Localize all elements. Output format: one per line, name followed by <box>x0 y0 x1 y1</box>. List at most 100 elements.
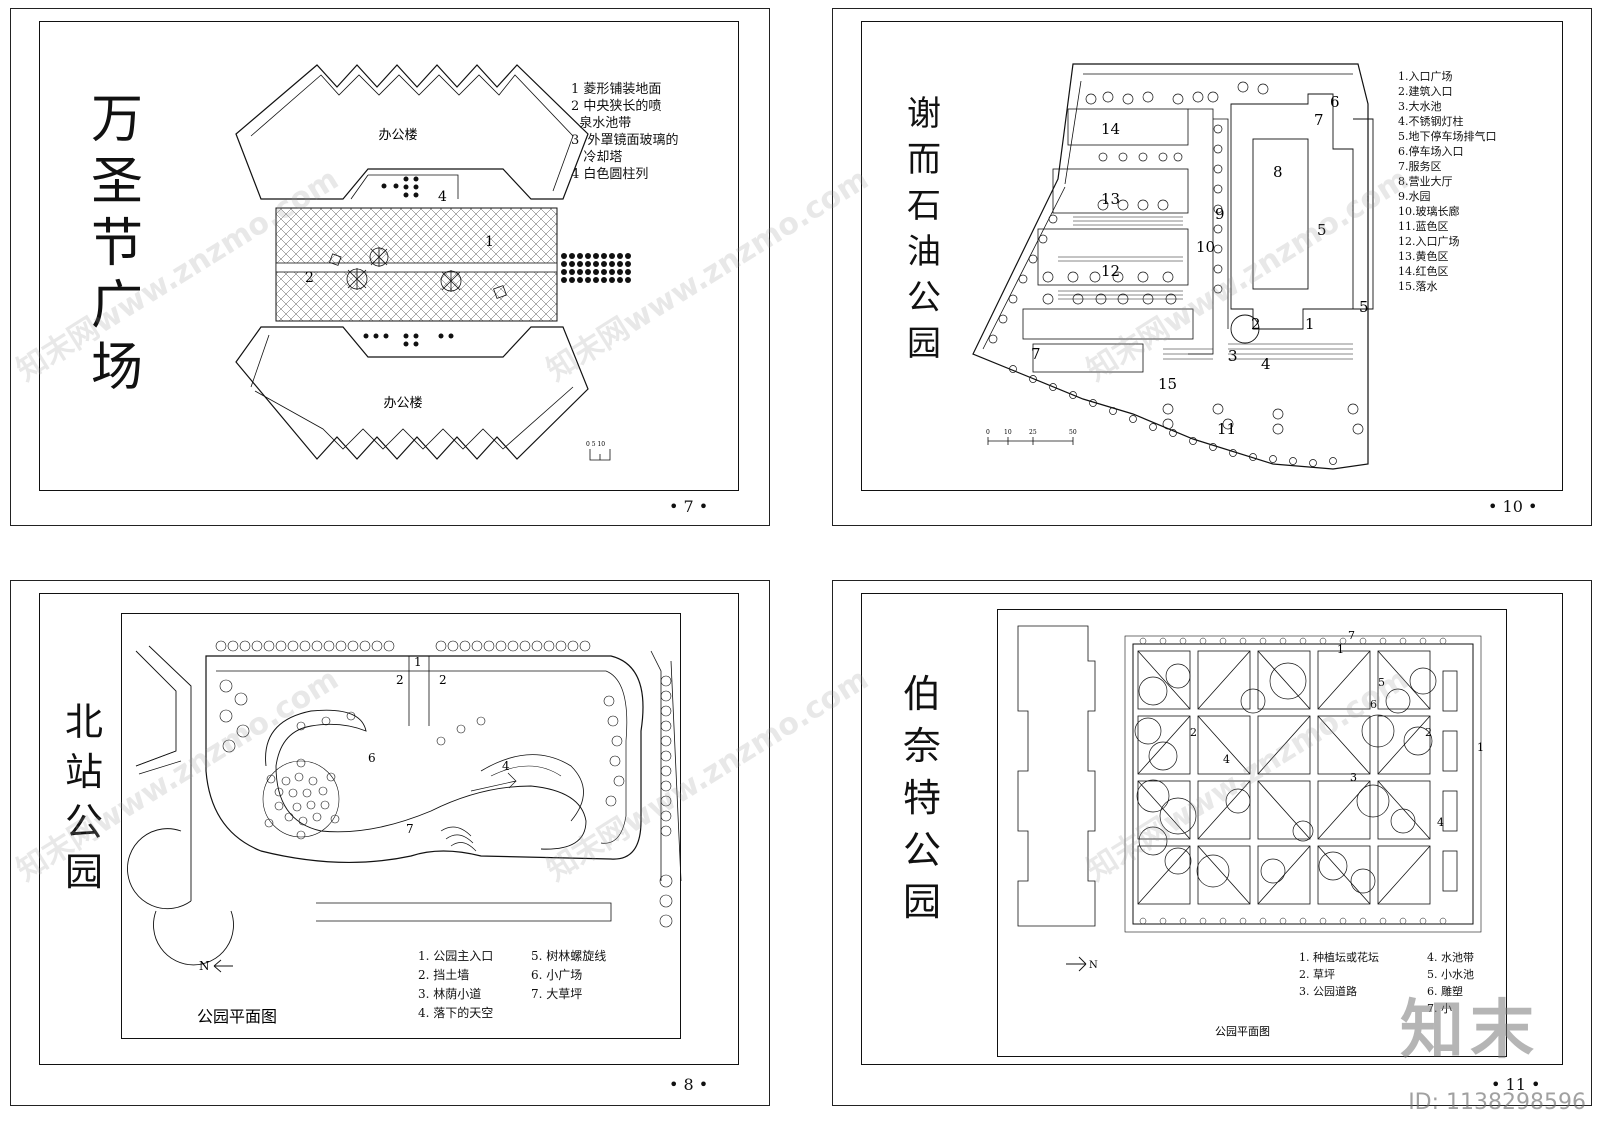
title-char: 万 <box>91 90 144 150</box>
caption: 公园平面图 <box>1215 1025 1270 1038</box>
legend-item: 2. 挡土墙 <box>418 968 470 982</box>
plan-label: 12 <box>1101 262 1120 280</box>
title-beizhan: 北站公园 <box>65 703 103 891</box>
legend-item: 4.不锈钢灯柱 <box>1398 115 1464 128</box>
plan-label: 4 <box>502 759 510 773</box>
page-number: • 10 • <box>1488 497 1538 516</box>
title-char: 公 <box>903 828 942 872</box>
plan-label: 6 <box>1330 93 1340 111</box>
legend-item: 7.服务区 <box>1398 160 1442 173</box>
plan-label: 1 <box>1305 315 1315 333</box>
plan-label: 1 <box>414 655 422 669</box>
plan-label: 15 <box>1158 375 1177 393</box>
title-char: 石 <box>907 186 941 226</box>
legend-item: 1. 种植坛或花坛 <box>1299 951 1379 964</box>
title-char: 节 <box>91 214 144 274</box>
title-char: 北 <box>65 700 104 744</box>
legend-item: 1. 公园主入口 <box>418 949 494 963</box>
plan-label: 5 <box>1378 676 1385 689</box>
north-label: N <box>1089 960 1098 971</box>
north-label: N <box>199 959 210 973</box>
plan-label: 6 <box>1370 698 1377 711</box>
sheet-xieer: 谢而石油公园 <box>832 8 1592 526</box>
frame-wanshengjie <box>39 21 739 491</box>
title-char: 公 <box>907 278 941 318</box>
plan-xieer: 0 10 25 50 14 13 12 7 15 9 10 8 6 7 5 5 … <box>972 63 1374 470</box>
legend-item: 2.建筑入口 <box>1398 85 1453 98</box>
plan-label: 1 <box>1477 741 1484 754</box>
title-char: 谢 <box>907 94 941 134</box>
legend-item: 8.营业大厅 <box>1398 175 1453 188</box>
scale-label: 10 <box>1004 429 1012 436</box>
sheet-beizhan: 北站公园 <box>10 580 770 1106</box>
plan-label: 10 <box>1196 238 1215 256</box>
title-char: 园 <box>903 880 942 924</box>
sheet-bonaite: 伯奈特公园 <box>832 580 1592 1106</box>
plan-label: 2 <box>1425 726 1432 739</box>
plan-beizhan: N 公园平面图 1 2 2 6 4 7 <box>127 640 682 1026</box>
scale-label: 0 5 10 <box>586 441 605 448</box>
legend-item: 6.停车场入口 <box>1398 145 1464 158</box>
legend-item: 3. 公园道路 <box>1299 985 1357 998</box>
legend-item: 7. 小 <box>1427 1002 1452 1015</box>
legend-item: 5. 树林螺旋线 <box>531 949 607 963</box>
plan-label: 4 <box>1437 816 1444 829</box>
title-char: 园 <box>907 324 941 364</box>
brand-logo: 知末 <box>1400 994 1540 1068</box>
legend-item: 13.黄色区 <box>1398 250 1449 263</box>
plan-label: 13 <box>1101 190 1120 208</box>
page-number: • 11 • <box>1491 1075 1541 1094</box>
plan-label: 2 <box>396 673 404 687</box>
legend-item: 7. 大草坪 <box>531 987 583 1001</box>
plan-label: 4 <box>1261 355 1271 373</box>
frame-xieer <box>861 21 1563 491</box>
building-label-north: 办公楼 <box>378 128 417 143</box>
inner-frame-beizhan <box>121 613 681 1039</box>
scale-label: 50 <box>1069 429 1077 436</box>
legend-item: 12.入口广场 <box>1398 235 1460 248</box>
inner-frame-bonaite <box>997 609 1507 1057</box>
legend-item: 10.玻璃长廊 <box>1398 205 1460 218</box>
caption: 公园平面图 <box>197 1007 277 1026</box>
plan-label: 3 <box>1350 771 1357 784</box>
plan-label: 1 <box>485 234 494 250</box>
building-label-south: 办公楼 <box>383 396 422 411</box>
legend-item: 5. 小水池 <box>1427 968 1474 981</box>
legend-item: 6. 小广场 <box>531 968 583 982</box>
image-id: ID: 1138298596 <box>1408 1090 1586 1115</box>
scale-label: 0 <box>986 429 990 436</box>
title-char: 伯 <box>903 672 942 716</box>
title-char: 园 <box>65 850 104 894</box>
legend-item: 4 白色圆柱列 <box>571 167 649 182</box>
title-wanshengjie: 万圣节广场 <box>91 94 143 394</box>
plan-label: 3 <box>1228 347 1238 365</box>
plan-label: 2 <box>305 270 314 286</box>
legend-item: 11.蓝色区 <box>1398 220 1449 233</box>
legend-item: 2. 草坪 <box>1299 968 1335 981</box>
legend-item: 2 中央狭长的喷 <box>571 99 662 114</box>
plan-label: 2 <box>439 673 447 687</box>
title-char: 圣 <box>91 152 144 212</box>
legend-item: 1 菱形铺装地面 <box>571 82 662 97</box>
legend-item: 9.水园 <box>1398 190 1431 203</box>
title-char: 站 <box>65 750 104 794</box>
legend-item: 3. 林荫小道 <box>418 987 482 1001</box>
title-bonaite: 伯奈特公园 <box>903 675 941 921</box>
plan-label: 7 <box>1031 345 1041 363</box>
legend-item: 泉水池带 <box>571 116 632 131</box>
plan-label: 5 <box>1359 298 1369 316</box>
legend-item: 15.落水 <box>1398 280 1438 293</box>
title-char: 特 <box>903 776 942 820</box>
legend-item: 1.入口广场 <box>1398 70 1453 83</box>
title-char: 奈 <box>903 724 942 768</box>
frame-bonaite <box>861 593 1563 1065</box>
page-number: • 8 • <box>669 1075 709 1094</box>
legend-beizhan-right: 5. 树林螺旋线 6. 小广场 7. 大草坪 <box>531 947 606 1004</box>
plan-label: 4 <box>438 189 447 205</box>
plan-label: 4 <box>1223 753 1230 766</box>
plan-label: 7 <box>1314 111 1324 129</box>
title-char: 广 <box>91 276 144 336</box>
plan-label: 7 <box>1348 629 1355 642</box>
